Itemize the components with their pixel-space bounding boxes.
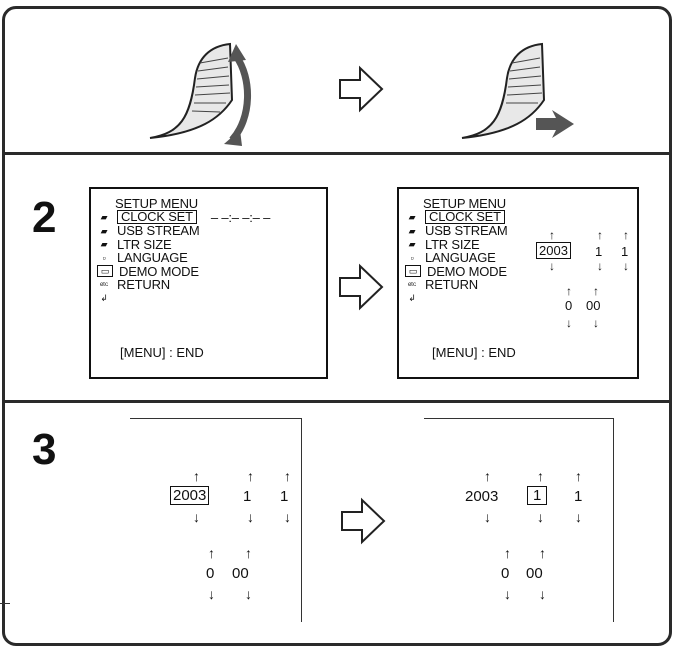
next-arrow-2 <box>339 263 384 311</box>
menu-footer: [MENU] : END <box>120 345 204 360</box>
setup-menu-screen-left: SETUP MENU ▰ CLOCK SET – –:– –:– – ▰ USB ST… <box>89 187 328 379</box>
step-number-3: 3 <box>32 425 57 474</box>
year-field[interactable]: 2003 <box>536 242 571 259</box>
month-field[interactable]: 1 <box>595 244 603 259</box>
hour-down-arrow[interactable]: ↓ <box>566 316 572 330</box>
day-up-arrow[interactable]: ↑ <box>623 228 629 242</box>
day-field[interactable]: 1 <box>280 488 289 505</box>
dial-turn-illustration <box>149 42 251 146</box>
minute-field[interactable]: 00 <box>526 565 543 582</box>
menu-item-clock-set[interactable]: CLOCK SET <box>117 210 197 225</box>
panel-right-right-edge <box>613 418 614 622</box>
setup-menu: SETUP MENU ▰ CLOCK SET – –:– –:– – ▰ USB ST… <box>97 197 270 305</box>
day-down-arrow[interactable]: ↓ <box>623 259 629 273</box>
hour-up-arrow[interactable]: ↑ <box>504 545 511 561</box>
setup-menu-screen-right: SETUP MENU ▰ CLOCK SET ▰ USB STREAM ▰ LTR S… <box>397 187 639 379</box>
minute-up-arrow[interactable]: ↑ <box>539 545 546 561</box>
panel-left-stub <box>0 603 10 604</box>
day-up-arrow[interactable]: ↑ <box>575 468 582 484</box>
month-down-arrow[interactable]: ↓ <box>537 509 544 525</box>
return-icon: ↲ <box>100 293 108 304</box>
memory-icon: ▰ <box>100 239 108 250</box>
month-field[interactable]: 1 <box>243 488 252 505</box>
menu-item-demo-mode[interactable]: DEMO MODE <box>427 263 507 279</box>
month-up-arrow[interactable]: ↑ <box>597 228 603 242</box>
next-arrow-1 <box>339 65 384 113</box>
panel-right-top-edge <box>424 418 614 419</box>
hour-field[interactable]: 0 <box>206 565 215 582</box>
month-field[interactable]: 1 <box>527 486 548 505</box>
tape-icon: ▰ <box>408 225 416 236</box>
panel-left-right-edge <box>301 418 302 622</box>
divider-2 <box>2 400 672 403</box>
year-up-arrow[interactable]: ↑ <box>549 228 555 242</box>
hour-up-arrow[interactable]: ↑ <box>566 284 572 298</box>
minute-up-arrow[interactable]: ↑ <box>245 545 252 561</box>
camera-icon: ▰ <box>100 212 108 223</box>
minute-down-arrow[interactable]: ↓ <box>539 586 546 602</box>
menu-item-ltr-size[interactable]: LTR SIZE <box>425 236 480 252</box>
year-field[interactable]: 2003 <box>170 486 210 505</box>
etc-icon: ᵉᵗᶜ <box>100 279 108 290</box>
menu-item-usb-stream[interactable]: USB STREAM <box>117 223 200 238</box>
hour-down-arrow[interactable]: ↓ <box>208 586 215 602</box>
menu-item-ltr-size[interactable]: LTR SIZE <box>117 236 172 252</box>
clock-icon: ▫ <box>410 252 414 263</box>
memory-icon: ▰ <box>408 239 416 250</box>
menu-footer-right: [MENU] : END <box>432 345 516 360</box>
next-arrow-3 <box>341 497 386 545</box>
minute-down-arrow[interactable]: ↓ <box>593 316 599 330</box>
menu-title: SETUP MENU <box>423 196 506 211</box>
menu-item-return[interactable]: RETURN <box>425 277 478 292</box>
step-number-2: 2 <box>32 193 57 242</box>
clock-placeholder: – –:– –:– – <box>210 209 271 225</box>
month-down-arrow[interactable]: ↓ <box>247 509 254 525</box>
minute-up-arrow[interactable]: ↑ <box>593 284 599 298</box>
setup-menu-right: SETUP MENU ▰ CLOCK SET ▰ USB STREAM ▰ LTR S… <box>405 197 508 305</box>
etc-icon: ᵉᵗᶜ <box>408 279 416 290</box>
year-up-arrow[interactable]: ↑ <box>193 468 200 484</box>
hour-field[interactable]: 0 <box>565 298 573 313</box>
day-down-arrow[interactable]: ↓ <box>575 509 582 525</box>
day-field[interactable]: 1 <box>621 244 629 259</box>
menu-item-clock-set[interactable]: CLOCK SET <box>425 210 505 225</box>
year-up-arrow[interactable]: ↑ <box>484 468 491 484</box>
day-field[interactable]: 1 <box>574 488 583 505</box>
day-up-arrow[interactable]: ↑ <box>284 468 291 484</box>
menu-item-language[interactable]: LANGUAGE <box>425 250 496 265</box>
minute-down-arrow[interactable]: ↓ <box>245 586 252 602</box>
year-field[interactable]: 2003 <box>465 488 499 505</box>
divider-1 <box>2 152 672 155</box>
menu-item-language[interactable]: LANGUAGE <box>117 250 188 265</box>
minute-field[interactable]: 00 <box>586 298 601 313</box>
month-down-arrow[interactable]: ↓ <box>597 259 603 273</box>
day-down-arrow[interactable]: ↓ <box>284 509 291 525</box>
camera-icon: ▰ <box>408 212 416 223</box>
return-icon: ↲ <box>408 293 416 304</box>
menu-item-return[interactable]: RETURN <box>117 277 170 292</box>
dial-press-illustration <box>461 42 574 139</box>
month-up-arrow[interactable]: ↑ <box>247 468 254 484</box>
year-down-arrow[interactable]: ↓ <box>193 509 200 525</box>
hour-field[interactable]: 0 <box>501 565 510 582</box>
panel-left-top-edge <box>130 418 302 419</box>
setup-icon: ▭ <box>97 265 113 278</box>
menu-title: SETUP MENU <box>115 196 198 211</box>
menu-item-usb-stream[interactable]: USB STREAM <box>425 223 508 238</box>
menu-item-demo-mode[interactable]: DEMO MODE <box>119 263 199 279</box>
hour-down-arrow[interactable]: ↓ <box>504 586 511 602</box>
minute-field[interactable]: 00 <box>232 565 249 582</box>
setup-icon: ▭ <box>405 265 421 278</box>
tape-icon: ▰ <box>100 225 108 236</box>
year-down-arrow[interactable]: ↓ <box>484 509 491 525</box>
clock-icon: ▫ <box>102 252 106 263</box>
year-down-arrow[interactable]: ↓ <box>549 259 555 273</box>
hour-up-arrow[interactable]: ↑ <box>208 545 215 561</box>
month-up-arrow[interactable]: ↑ <box>537 468 544 484</box>
